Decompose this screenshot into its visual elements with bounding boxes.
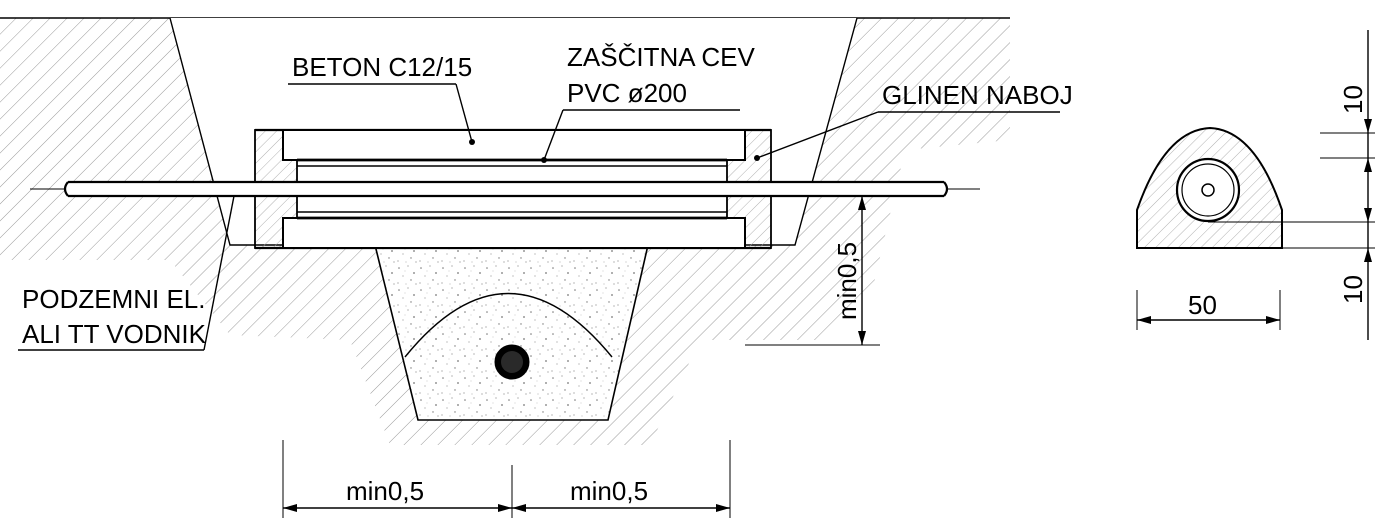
label-concrete: BETON C12/15 [288,52,475,145]
section-dimensions: 10 10 50 [1136,30,1375,340]
label-clay-fill: GLINEN NABOJ [754,80,1073,161]
label-conductor-line2: ALI TT VODNIK [22,319,207,349]
label-pipe-line1: ZAŠČITNA CEV [567,42,755,72]
dimension-right-text: min0,5 [570,476,648,506]
dimension-vertical-text: min0,5 [832,242,862,320]
concrete-slabs [282,129,746,249]
label-conductor-line1: PODZEMNI EL. [22,284,205,314]
label-conductor: PODZEMNI EL. ALI TT VODNIK [18,195,235,351]
dimension-vertical: min0,5 [745,195,880,346]
protective-pipe [297,158,727,220]
cross-section [1136,126,1375,249]
section-bottom-text: 10 [1338,275,1368,304]
dimension-horizontal: min0,5 min0,5 [282,440,731,518]
section-width-text: 50 [1188,290,1217,320]
cable-bedding [373,244,650,421]
label-protective-pipe: ZAŠČITNA CEV PVC ø200 [541,42,755,163]
label-pipe-line2: PVC ø200 [567,78,687,108]
dimension-left-text: min0,5 [346,476,424,506]
section-top-text: 10 [1338,85,1368,114]
label-clay-text: GLINEN NABOJ [882,80,1073,110]
conductor [30,180,980,198]
label-concrete-text: BETON C12/15 [292,52,472,82]
soil-hatching [0,18,1010,445]
